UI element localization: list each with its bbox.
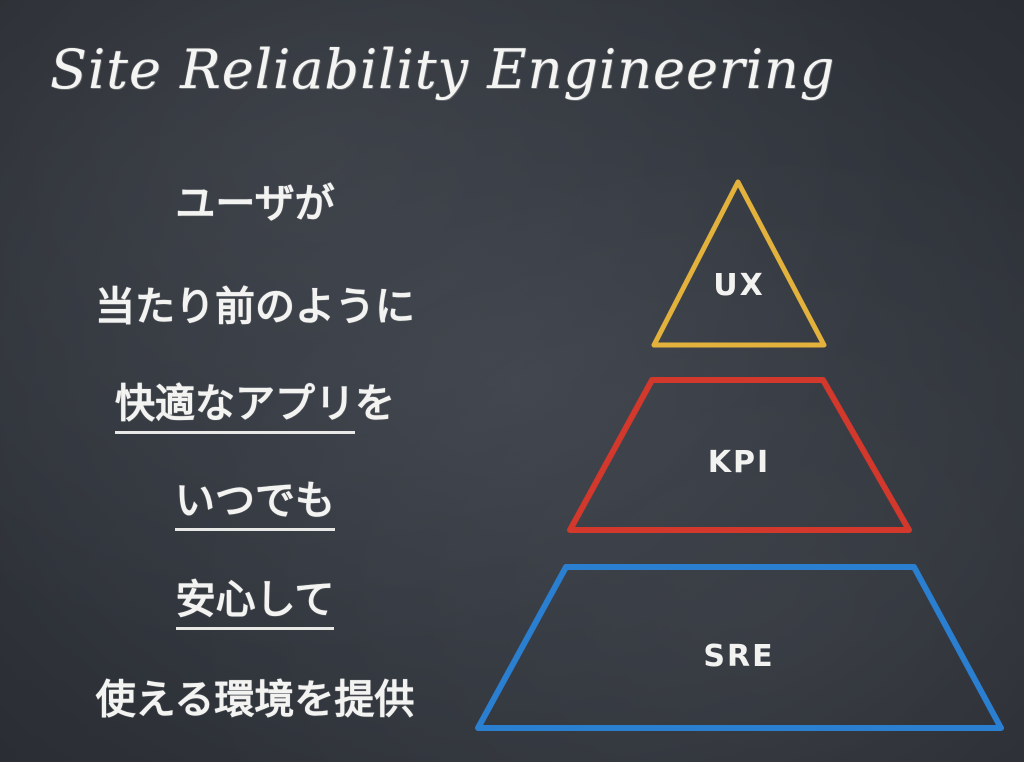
message-line-1-text: ユーザが	[175, 181, 335, 227]
pyramid-tier-ux: UX	[651, 179, 827, 348]
message-line-6: 使える環境を提供	[40, 676, 470, 724]
pyramid-tier-sre-label: SRE	[703, 639, 774, 674]
message-line-3-suffix: を	[355, 381, 395, 427]
message-line-6-text: 使える環境を提供	[95, 677, 415, 723]
message-line-4-text: いつでも	[175, 478, 335, 531]
message-line-5: 安心して	[40, 576, 470, 630]
pyramid-tier-ux-label: UX	[713, 268, 765, 303]
slide-title: Site Reliability Engineering	[50, 38, 836, 101]
pyramid-tier-sre: SRE	[475, 564, 1004, 731]
pyramid-tier-kpi-label: KPI	[708, 445, 770, 480]
message-line-2: 当たり前のように	[40, 283, 470, 331]
message-line-1: ユーザが	[40, 180, 470, 228]
message-line-3-text: 快適なアプリ	[115, 381, 355, 434]
message-line-5-text: 安心して	[175, 577, 335, 630]
pyramid-tier-sre-shape	[475, 564, 1004, 731]
message-line-3: 快適なアプリを	[40, 380, 470, 434]
message-line-4: いつでも	[40, 477, 470, 531]
message-line-2-text: 当たり前のように	[95, 284, 415, 330]
pyramid-tier-kpi: KPI	[567, 377, 912, 533]
pyramid-tier-ux-shape	[651, 179, 827, 348]
pyramid-tier-kpi-shape	[567, 377, 912, 533]
